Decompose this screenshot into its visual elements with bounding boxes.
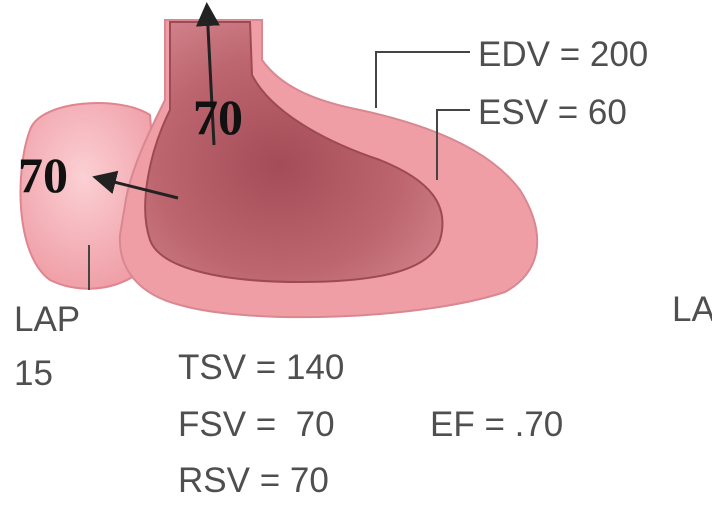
- tsv-label: TSV = 140: [178, 350, 344, 385]
- edv-leader-line: [376, 52, 470, 108]
- rsv-label: RSV = 70: [178, 463, 329, 498]
- mitral-regurgitant-value: 70: [18, 150, 68, 200]
- lap-value: 15: [14, 356, 53, 391]
- ef-label: EF = .70: [430, 407, 563, 442]
- lap-label: LAP: [14, 302, 80, 337]
- fsv-label: FSV = 70: [178, 407, 335, 442]
- edv-label: EDV = 200: [478, 37, 648, 72]
- esv-label: ESV = 60: [478, 95, 627, 130]
- la-cut-label: LA: [672, 292, 712, 327]
- aortic-flow-value: 70: [193, 92, 243, 142]
